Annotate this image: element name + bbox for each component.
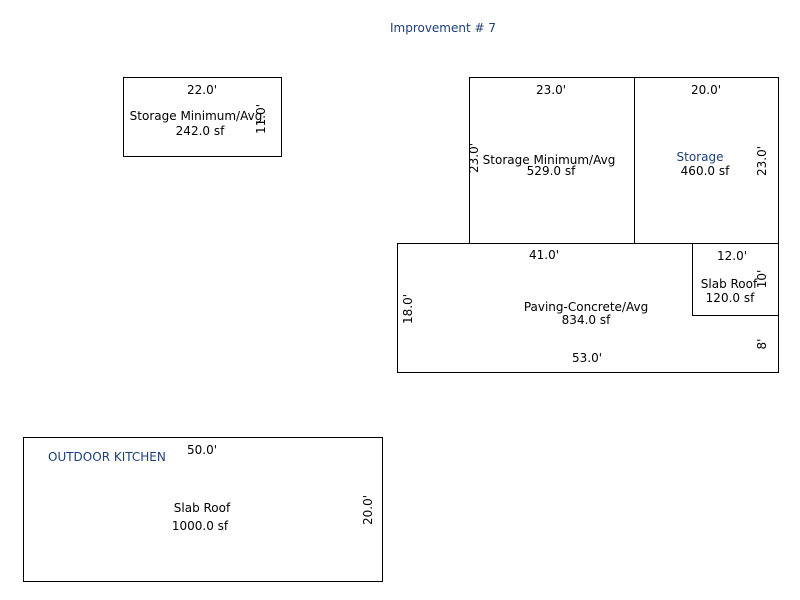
storage-small-area: 242.0 sf	[176, 124, 225, 138]
storage-small-side-dimension: 11.0'	[254, 104, 268, 134]
outdoor-kitchen-name: Slab Roof	[174, 501, 231, 515]
area-outdoor-kitchen: OUTDOOR KITCHEN 50.0' 20.0' Slab Roof 10…	[23, 437, 383, 582]
paving-top-dimension: 41.0'	[529, 248, 559, 262]
slab-small-side-dimension: 10'	[755, 270, 769, 289]
paving-side-dimension: 18.0'	[401, 294, 415, 324]
area-paving: 41.0' 18.0' Paving-Concrete/Avg 834.0 sf…	[397, 243, 779, 373]
slab-small-name: Slab Roof	[701, 277, 758, 291]
area-slab-small: 12.0' 10' Slab Roof 120.0 sf	[692, 243, 779, 316]
outdoor-kitchen-outline	[23, 437, 383, 582]
slab-small-top-dimension: 12.0'	[717, 249, 747, 263]
sketch-title: Improvement # 7	[390, 21, 496, 35]
outdoor-kitchen-side-dimension: 20.0'	[361, 495, 375, 525]
slab-small-outline	[692, 243, 779, 316]
storage-right-name: Storage	[677, 150, 724, 164]
storage-mid-area: 529.0 sf	[527, 164, 576, 178]
area-storage-small: 22.0' 11.0' Storage Minimum/Avg 242.0 sf	[123, 77, 282, 157]
storage-mid-name: Storage Minimum/Avg	[483, 153, 616, 167]
area-storage-right: 20.0' 23.0' Storage 460.0 sf	[634, 77, 779, 244]
storage-mid-side-dimension: 23.0'	[467, 143, 481, 173]
storage-small-top-dimension: 22.0'	[187, 83, 217, 97]
storage-right-top-dimension: 20.0'	[691, 83, 721, 97]
paving-bottom-dimension: 53.0'	[572, 351, 602, 365]
outdoor-kitchen-label: OUTDOOR KITCHEN	[48, 450, 166, 464]
storage-mid-top-dimension: 23.0'	[536, 83, 566, 97]
outdoor-kitchen-area: 1000.0 sf	[172, 519, 229, 533]
storage-right-side-dimension: 23.0'	[755, 146, 769, 176]
area-storage-mid: 23.0' 23.0' Storage Minimum/Avg 529.0 sf	[467, 77, 635, 244]
storage-right-area: 460.0 sf	[681, 164, 730, 178]
storage-small-name: Storage Minimum/Avg	[130, 109, 263, 123]
storage-small-outline	[123, 77, 282, 157]
outdoor-kitchen-top-dimension: 50.0'	[187, 443, 217, 457]
paving-name: Paving-Concrete/Avg	[524, 300, 648, 314]
slab-small-area: 120.0 sf	[706, 291, 755, 305]
paving-right-lower-dimension: 8'	[755, 339, 769, 350]
paving-area: 834.0 sf	[562, 313, 611, 327]
